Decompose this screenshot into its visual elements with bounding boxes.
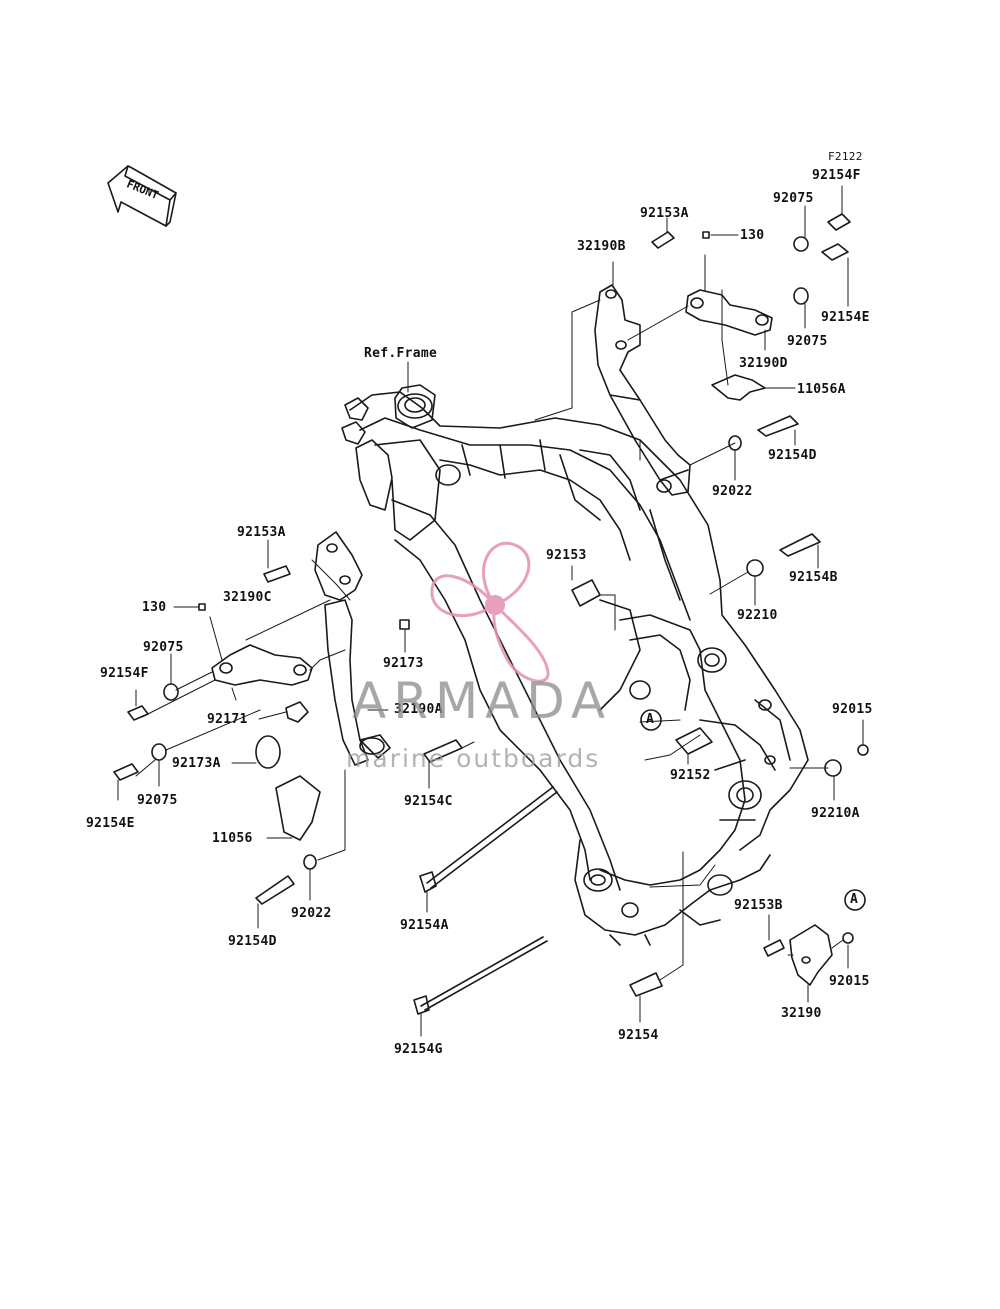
part-label-32190A: 32190A bbox=[394, 702, 443, 717]
part-label-130-left: 130 bbox=[142, 600, 167, 615]
part-label-92154E-right: 92154E bbox=[821, 310, 870, 325]
part-label-92171: 92171 bbox=[207, 712, 248, 727]
part-label-92075-left2: 92075 bbox=[137, 793, 178, 808]
part-label-32190: 32190 bbox=[781, 1006, 822, 1021]
plate-11056 bbox=[275, 775, 321, 841]
part-label-92210A: 92210A bbox=[811, 806, 860, 821]
bracket-32190 bbox=[789, 924, 833, 986]
part-label-92154F-left: 92154F bbox=[100, 666, 149, 681]
part-label-92154D-left: 92154D bbox=[228, 934, 277, 949]
nut-92015-top bbox=[857, 744, 869, 756]
bolt-92154A bbox=[419, 786, 558, 893]
part-label-92152: 92152 bbox=[670, 768, 711, 783]
washer-92075-top bbox=[793, 236, 809, 252]
part-label-32190C: 32190C bbox=[223, 590, 272, 605]
nut-92173 bbox=[399, 619, 410, 630]
part-label-92075-left: 92075 bbox=[143, 640, 184, 655]
watermark-subtitle: marine outboards bbox=[346, 744, 601, 773]
washer-92075-left bbox=[163, 683, 179, 701]
part-label-92022-left: 92022 bbox=[291, 906, 332, 921]
part-label-92154B: 92154B bbox=[789, 570, 838, 585]
spacer-92152 bbox=[675, 727, 713, 755]
part-label-92153A-left: 92153A bbox=[237, 525, 286, 540]
part-label-92075-top: 92075 bbox=[773, 191, 814, 206]
bracket-32190A bbox=[324, 599, 391, 766]
bolt-92154G bbox=[413, 936, 548, 1015]
part-label-92153A-top: 92153A bbox=[640, 206, 689, 221]
part-label-32190B: 32190B bbox=[577, 239, 626, 254]
part-label-92015-top: 92015 bbox=[832, 702, 873, 717]
part-label-11056A: 11056A bbox=[797, 382, 846, 397]
part-label-92022-right: 92022 bbox=[712, 484, 753, 499]
washer-92075-right bbox=[793, 287, 809, 305]
ref-frame-label: Ref.Frame bbox=[364, 346, 438, 361]
part-label-92075-right: 92075 bbox=[787, 334, 828, 349]
part-label-92015-bottom: 92015 bbox=[829, 974, 870, 989]
front-arrow-icon: FRONT bbox=[107, 165, 177, 227]
part-label-92154A: 92154A bbox=[400, 918, 449, 933]
part-label-92173: 92173 bbox=[383, 656, 424, 671]
watermark-title: ARMADA bbox=[352, 672, 613, 730]
watermark-logo bbox=[430, 541, 550, 683]
bracket-32190D bbox=[685, 289, 773, 336]
main-frame bbox=[341, 384, 809, 946]
bushing-92154 bbox=[629, 972, 663, 997]
part-label-32190D: 32190D bbox=[739, 356, 788, 371]
clamp-92171 bbox=[255, 701, 309, 769]
bolt-92154E-right bbox=[821, 243, 849, 261]
bracket-32190D-left bbox=[211, 644, 313, 686]
bushing-92153 bbox=[571, 579, 601, 607]
bolt-92154B bbox=[779, 533, 821, 557]
bolt-92154E-left bbox=[113, 763, 139, 781]
bracket-32190B bbox=[594, 284, 691, 496]
part-label-11056: 11056 bbox=[212, 831, 253, 846]
part-label-92154C: 92154C bbox=[404, 794, 453, 809]
callout-a-circle-1 bbox=[640, 709, 662, 731]
screw-130-left bbox=[198, 603, 206, 611]
bolt-92154D-right bbox=[757, 415, 799, 437]
bolt-92154F-top bbox=[827, 213, 851, 231]
part-label-130-top: 130 bbox=[740, 228, 765, 243]
callout-a-label-1: A bbox=[646, 712, 655, 727]
bolt-92153B bbox=[763, 939, 785, 957]
part-label-92154E-left: 92154E bbox=[86, 816, 135, 831]
bolt-92154D-left bbox=[255, 875, 295, 905]
plate-11056A bbox=[711, 374, 766, 401]
washer-92075-left2 bbox=[151, 743, 167, 761]
part-label-92154D-right: 92154D bbox=[768, 448, 817, 463]
part-label-92173A: 92173A bbox=[172, 756, 221, 771]
bracket-32190C bbox=[314, 531, 363, 601]
part-label-92153B: 92153B bbox=[734, 898, 783, 913]
part-label-92153-center: 92153 bbox=[546, 548, 587, 563]
washer-92022-left bbox=[303, 854, 317, 870]
part-label-92154F-top: 92154F bbox=[812, 168, 861, 183]
callout-a-circle-2 bbox=[844, 889, 866, 911]
bolt-92154F-left bbox=[127, 705, 149, 721]
callout-a-label-2: A bbox=[850, 892, 859, 907]
screw-130-top bbox=[702, 231, 710, 239]
leader-lines bbox=[117, 185, 864, 1037]
part-label-92154: 92154 bbox=[618, 1028, 659, 1043]
nut-92015-bottom bbox=[842, 932, 854, 944]
bolt-92153A-left bbox=[263, 565, 291, 583]
bolt-92153A-top bbox=[651, 231, 675, 249]
nut-92210 bbox=[746, 559, 764, 577]
part-label-92154G: 92154G bbox=[394, 1042, 443, 1057]
part-label-92210: 92210 bbox=[737, 608, 778, 623]
figure-code: F2122 bbox=[828, 150, 863, 163]
